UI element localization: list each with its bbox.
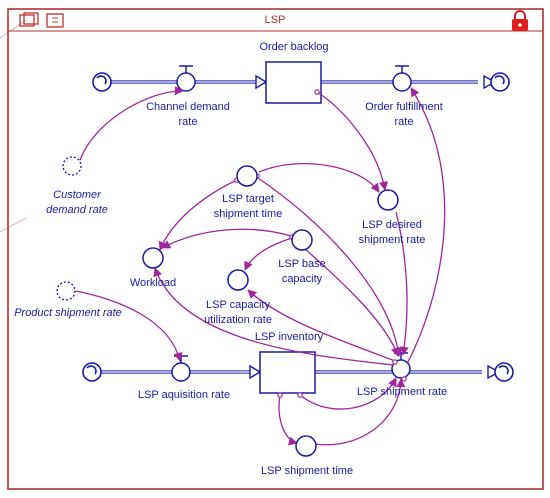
label-lsp-desired-shipment-rate: LSP desired shipment rate <box>346 218 438 248</box>
label-workload: Workload <box>129 277 177 289</box>
label-line: Order fulfillment <box>365 101 443 113</box>
cloud-source-icon <box>82 362 102 382</box>
flow-lsp-aquisition-rate[interactable] <box>171 355 191 382</box>
label-line: utilization rate <box>204 314 272 326</box>
window-title: LSP <box>264 14 286 26</box>
cloud-sink-icon <box>494 362 514 382</box>
background-lines <box>0 19 27 233</box>
connectors <box>75 86 446 446</box>
label-line: rate <box>178 116 198 128</box>
aux-lsp-desired-shipment-rate[interactable] <box>377 189 399 211</box>
aux-lsp-shipment-time[interactable] <box>295 435 317 457</box>
cloud-source-icon <box>92 72 112 92</box>
flow-arrowheads <box>249 74 501 380</box>
aux-lsp-capacity-utilization-rate[interactable] <box>227 269 249 291</box>
label-lsp-aquisition-rate: LSP aquisition rate <box>137 389 231 401</box>
cloud-sink-icon <box>490 72 510 92</box>
label-line: rate <box>394 116 414 128</box>
label-lsp-base-capacity: LSP base capacity <box>262 257 342 287</box>
window-frame <box>7 8 544 490</box>
stock-lsp-inventory[interactable] <box>259 351 316 394</box>
label-lsp-shipment-time: LSP shipment time <box>260 465 354 477</box>
flow-order-fulfillment-rate[interactable] <box>392 65 412 92</box>
label-order-fulfillment-rate: Order fulfillment rate <box>350 100 458 130</box>
label-lsp-inventory: LSP inventory <box>254 331 324 343</box>
label-customer-demand-rate: Customer demand rate <box>32 188 122 218</box>
label-line: shipment rate <box>358 234 426 246</box>
stock-order-backlog[interactable] <box>265 61 322 104</box>
window-toggle-icon[interactable] <box>19 12 64 28</box>
label-line: Channel demand <box>146 101 230 113</box>
label-line: LSP capacity <box>205 299 270 311</box>
aux-lsp-base-capacity[interactable] <box>291 229 313 251</box>
aux-lsp-target-shipment-time[interactable] <box>236 165 258 187</box>
label-line: Customer <box>53 189 101 201</box>
aux-product-shipment-rate[interactable] <box>56 281 76 301</box>
aux-workload[interactable] <box>142 247 164 269</box>
label-line: LSP target <box>222 193 274 205</box>
label-order-backlog: Order backlog <box>259 41 329 53</box>
flow-channel-demand-rate[interactable] <box>176 65 196 92</box>
label-channel-demand-rate: Channel demand rate <box>136 100 240 130</box>
label-lsp-capacity-utilization-rate: LSP capacity utilization rate <box>188 298 288 328</box>
label-line: shipment time <box>213 208 283 220</box>
label-line: LSP base <box>278 258 326 270</box>
lock-icon[interactable] <box>512 10 528 31</box>
label-line: demand rate <box>46 204 108 216</box>
label-lsp-shipment-rate: LSP shipment rate <box>356 386 448 398</box>
flow-lsp-shipment-rate[interactable] <box>391 352 411 379</box>
label-product-shipment-rate: Product shipment rate <box>14 307 122 319</box>
label-lsp-target-shipment-time: LSP target shipment time <box>196 192 300 222</box>
label-line: capacity <box>281 273 323 285</box>
label-line: LSP desired <box>362 219 422 231</box>
aux-customer-demand-rate[interactable] <box>62 156 82 176</box>
